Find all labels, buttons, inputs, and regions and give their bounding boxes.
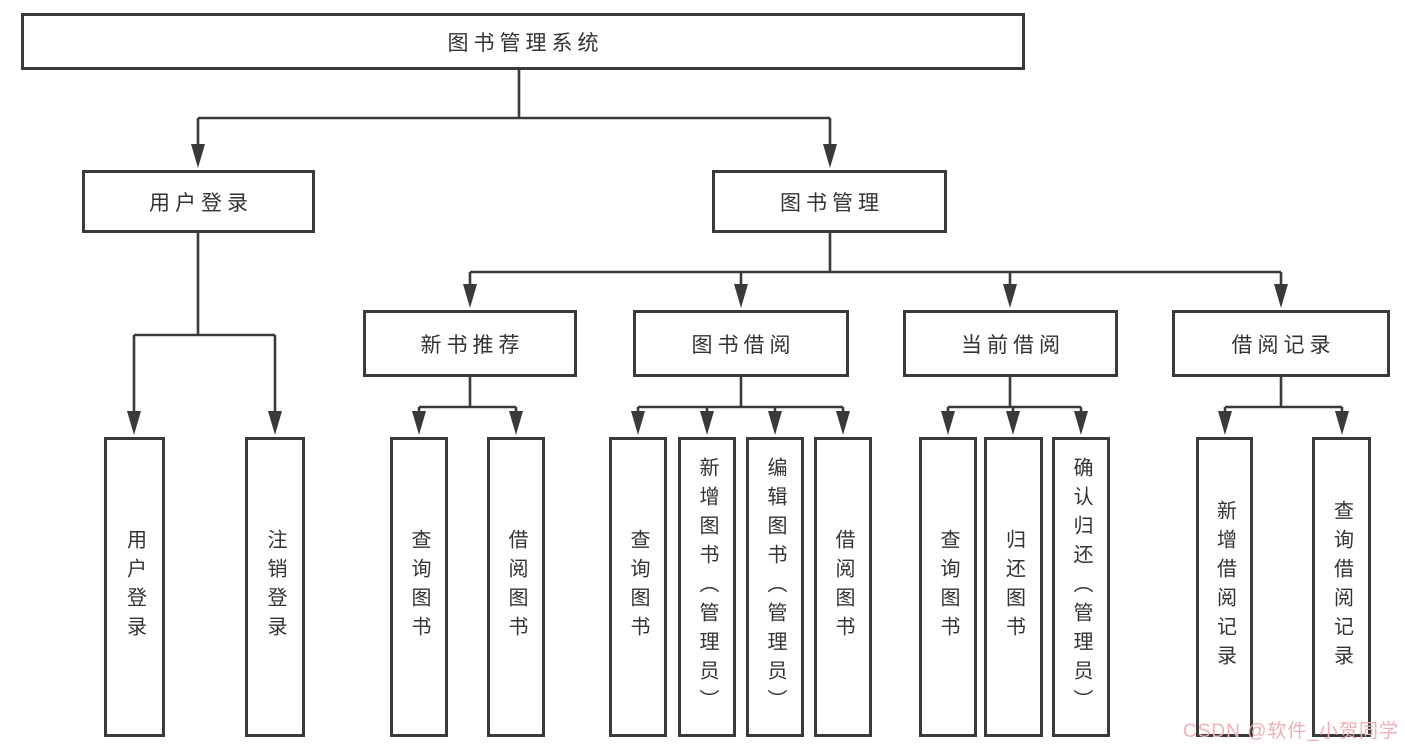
node-book-borrow: 图书借阅 bbox=[633, 310, 849, 377]
leaf-query-borrow-record: 查询借阅记录 bbox=[1312, 437, 1371, 737]
arrowheads bbox=[127, 144, 1349, 435]
node-book-management: 图书管理 bbox=[712, 170, 947, 233]
node-root: 图书管理系统 bbox=[21, 13, 1025, 70]
leaf-logout: 注销登录 bbox=[245, 437, 305, 737]
leaf-query-books-recommend: 查询图书 bbox=[390, 437, 448, 737]
leaf-confirm-return-admin: 确认归还（管理员） bbox=[1052, 437, 1110, 737]
leaf-return-books: 归还图书 bbox=[984, 437, 1043, 737]
leaf-edit-book-admin: 编辑图书（管理员） bbox=[746, 437, 804, 737]
leaf-query-books-current: 查询图书 bbox=[919, 437, 977, 737]
leaf-add-borrow-record: 新增借阅记录 bbox=[1196, 437, 1253, 737]
leaf-add-book-admin: 新增图书（管理员） bbox=[678, 437, 736, 737]
node-current-borrow: 当前借阅 bbox=[903, 310, 1118, 377]
leaf-user-login: 用户登录 bbox=[104, 437, 165, 737]
node-user-login: 用户登录 bbox=[82, 170, 315, 233]
leaf-borrow-books-recommend: 借阅图书 bbox=[487, 437, 545, 737]
node-borrow-records: 借阅记录 bbox=[1172, 310, 1390, 377]
watermark: CSDN @软件_小贺同学 bbox=[1183, 721, 1399, 742]
leaf-borrow-books: 借阅图书 bbox=[814, 437, 872, 737]
node-new-book-recommend: 新书推荐 bbox=[363, 310, 577, 377]
leaf-query-books-borrow: 查询图书 bbox=[609, 437, 667, 737]
